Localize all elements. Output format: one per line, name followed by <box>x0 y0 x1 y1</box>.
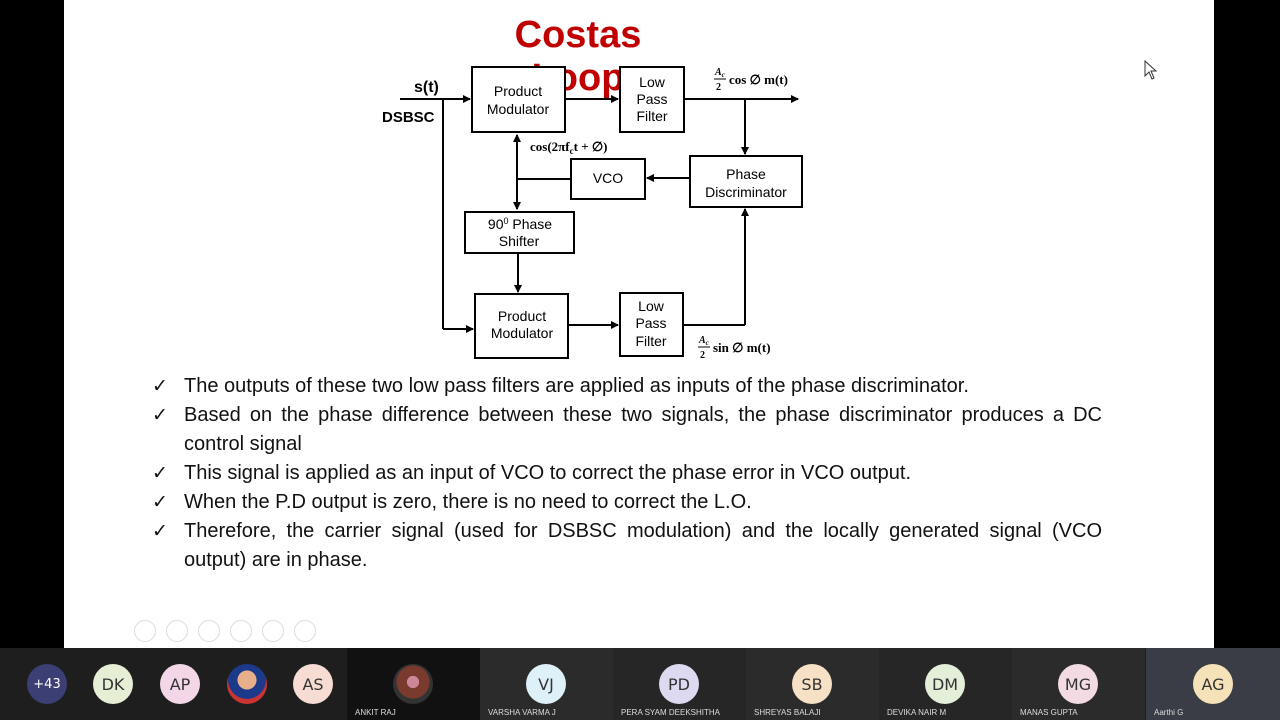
avatar: MG <box>1058 664 1098 704</box>
participant-tile[interactable]: AP <box>159 648 201 720</box>
svg-text:Filter: Filter <box>635 333 666 349</box>
profile-photo-avatar <box>227 664 267 704</box>
bottom-product-modulator: Product Modulator <box>474 293 569 359</box>
participant-name: SHREYAS BALAJI <box>754 708 821 717</box>
avatar: SB <box>792 664 832 704</box>
check-icon: ✓ <box>152 463 168 484</box>
svg-text:Shifter: Shifter <box>499 233 540 249</box>
svg-text:2: 2 <box>716 82 721 93</box>
avatar: AP <box>160 664 200 704</box>
mouse-pointer-icon <box>1144 60 1158 80</box>
dsbsc-label: DSBSC <box>382 109 435 126</box>
svg-text:Ac: Ac <box>714 67 725 79</box>
svg-text:Phase: Phase <box>726 166 766 182</box>
pen-icon[interactable] <box>198 620 220 642</box>
participant-tile-manas[interactable]: MG MANAS GUPTA <box>1012 648 1145 720</box>
check-icon: ✓ <box>152 405 168 426</box>
phase-discriminator-block: Phase Discriminator <box>689 155 803 208</box>
participant-tile-ankit-raj[interactable]: ANKIT RAJ <box>347 648 480 720</box>
svg-text:Pass: Pass <box>636 91 667 107</box>
svg-text:Product: Product <box>498 308 546 324</box>
next-icon[interactable] <box>166 620 188 642</box>
input-signal-label: s(t) <box>414 79 439 96</box>
top-product-modulator: Product Modulator <box>471 66 566 133</box>
check-icon: ✓ <box>152 521 168 542</box>
avatar: PD <box>659 664 699 704</box>
svg-text:VCO: VCO <box>593 170 623 186</box>
participant-tile[interactable]: DK <box>92 648 134 720</box>
participant-tile-shreyas[interactable]: SB SHREYAS BALAJI <box>746 648 879 720</box>
check-icon: ✓ <box>152 492 168 513</box>
participant-name: Aarthi G <box>1154 708 1184 717</box>
participant-name: VARSHA VARMA J <box>488 708 556 717</box>
top-low-pass-filter: Low Pass Filter <box>619 66 685 133</box>
presentation-slide: Costas Loop <box>64 0 1214 648</box>
previous-icon[interactable] <box>134 620 156 642</box>
zoom-icon[interactable] <box>262 620 284 642</box>
phase-shifter-block: 900 Phase Shifter <box>464 211 575 254</box>
slide-title: Costas Loop <box>514 14 642 99</box>
vco-block: VCO <box>570 158 646 200</box>
participant-tile-varsha[interactable]: VJ VARSHA VARMA J <box>480 648 613 720</box>
svg-text:2: 2 <box>700 350 705 361</box>
svg-text:Filter: Filter <box>636 108 667 124</box>
avatar: AG <box>1193 664 1233 704</box>
costas-loop-diagram: s(t) DSBSC Product Modulator Low Pass Fi… <box>382 66 803 361</box>
svg-text:cos ∅ m(t): cos ∅ m(t) <box>729 72 788 87</box>
svg-text:Pass: Pass <box>635 315 666 331</box>
participant-tile[interactable] <box>226 648 268 720</box>
bullet-item: ✓Based on the phase difference between t… <box>152 401 1102 459</box>
carrier-label: cos(2πfct + ∅) <box>530 139 608 156</box>
svg-text:Discriminator: Discriminator <box>705 184 787 200</box>
bullet-item: ✓Therefore, the carrier signal (used for… <box>152 517 1102 575</box>
svg-text:Low: Low <box>638 298 665 314</box>
bottom-output-label: Ac 2 sin ∅ m(t) <box>698 335 771 361</box>
bullet-item: ✓The outputs of these two low pass filte… <box>152 372 1102 401</box>
bullet-item: ✓When the P.D output is zero, there is n… <box>152 488 1102 517</box>
svg-text:sin ∅ m(t): sin ∅ m(t) <box>713 340 771 355</box>
participant-tile-devika[interactable]: DM DEVIKA NAIR M <box>879 648 1012 720</box>
avatar[interactable]: +43 <box>27 664 67 704</box>
svg-text:Low: Low <box>639 74 666 90</box>
participant-name: MANAS GUPTA <box>1020 708 1078 717</box>
bottom-low-pass-filter: Low Pass Filter <box>619 292 684 357</box>
svg-text:Ac: Ac <box>698 335 709 347</box>
participant-name: ANKIT RAJ <box>355 708 396 717</box>
participant-tile-aarthi[interactable]: AG Aarthi G <box>1146 648 1280 720</box>
more-participants-tile[interactable]: +43 <box>26 648 68 720</box>
participant-tile[interactable]: AS <box>292 648 334 720</box>
avatar: AS <box>293 664 333 704</box>
more-icon[interactable] <box>294 620 316 642</box>
participant-name: PERA SYAM DEEKSHITHA <box>621 708 720 717</box>
svg-text:Product: Product <box>494 83 542 99</box>
avatar: DK <box>93 664 133 704</box>
participant-bar: +43 DK AP AS ANKIT RAJ VJ VARSHA VARMA J… <box>0 648 1280 720</box>
participant-name: DEVIKA NAIR M <box>887 708 947 717</box>
avatar: DM <box>925 664 965 704</box>
avatar: VJ <box>526 664 566 704</box>
top-output-label: Ac 2 cos ∅ m(t) <box>714 67 788 93</box>
participant-tile-pera[interactable]: PD PERA SYAM DEEKSHITHA <box>613 648 746 720</box>
svg-text:Modulator: Modulator <box>491 325 554 341</box>
svg-text:900 Phase: 900 Phase <box>488 216 552 232</box>
check-icon: ✓ <box>152 376 168 397</box>
slides-icon[interactable] <box>230 620 252 642</box>
slideshow-controls[interactable] <box>134 620 316 642</box>
bullet-item: ✓This signal is applied as an input of V… <box>152 459 1102 488</box>
svg-text:Modulator: Modulator <box>487 101 550 117</box>
profile-photo-avatar <box>393 664 433 704</box>
bullet-list: ✓The outputs of these two low pass filte… <box>152 372 1102 575</box>
